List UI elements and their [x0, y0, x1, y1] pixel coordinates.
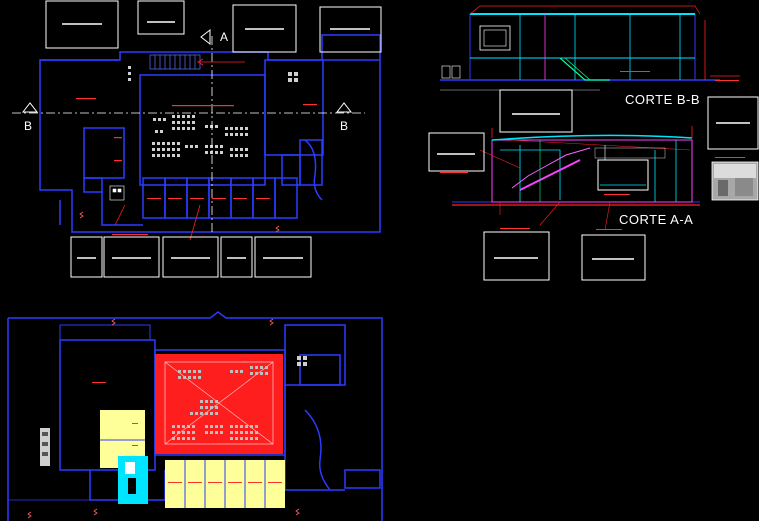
- photo-thumbnail: [711, 161, 759, 201]
- lower-plan-notes: [92, 382, 282, 483]
- section-marker-a-icon: [200, 28, 211, 46]
- section-marker-b-left-icon: [21, 102, 39, 113]
- upper-plan-notes: [76, 98, 317, 235]
- annotation-arrows-upper: [114, 58, 245, 241]
- axis-label-a: A: [220, 30, 229, 44]
- section-bb-drawing: [440, 5, 740, 91]
- section-title-bb: CORTE B-B: [625, 92, 701, 107]
- title-blocks-upper: [45, 0, 382, 278]
- vestibule-fixtures: [109, 185, 125, 201]
- seating-lower: [172, 366, 268, 440]
- auditorium-highlight: [155, 354, 283, 454]
- break-marks: [27, 211, 300, 519]
- seating-upper: [128, 66, 298, 157]
- floor-plan-upper: [39, 34, 381, 233]
- section-aa-drawing: [452, 126, 700, 231]
- axis-label-b-right: B: [340, 119, 349, 133]
- lower-fixtures: [40, 356, 307, 466]
- section-notes: [440, 71, 745, 230]
- section-title-aa: CORTE A-A: [619, 212, 694, 227]
- section-marker-b-right-icon: [335, 102, 353, 113]
- axis-label-b-left: B: [24, 119, 33, 133]
- highlighted-rooms-yellow: [100, 410, 285, 508]
- title-blocks-right: [428, 89, 759, 281]
